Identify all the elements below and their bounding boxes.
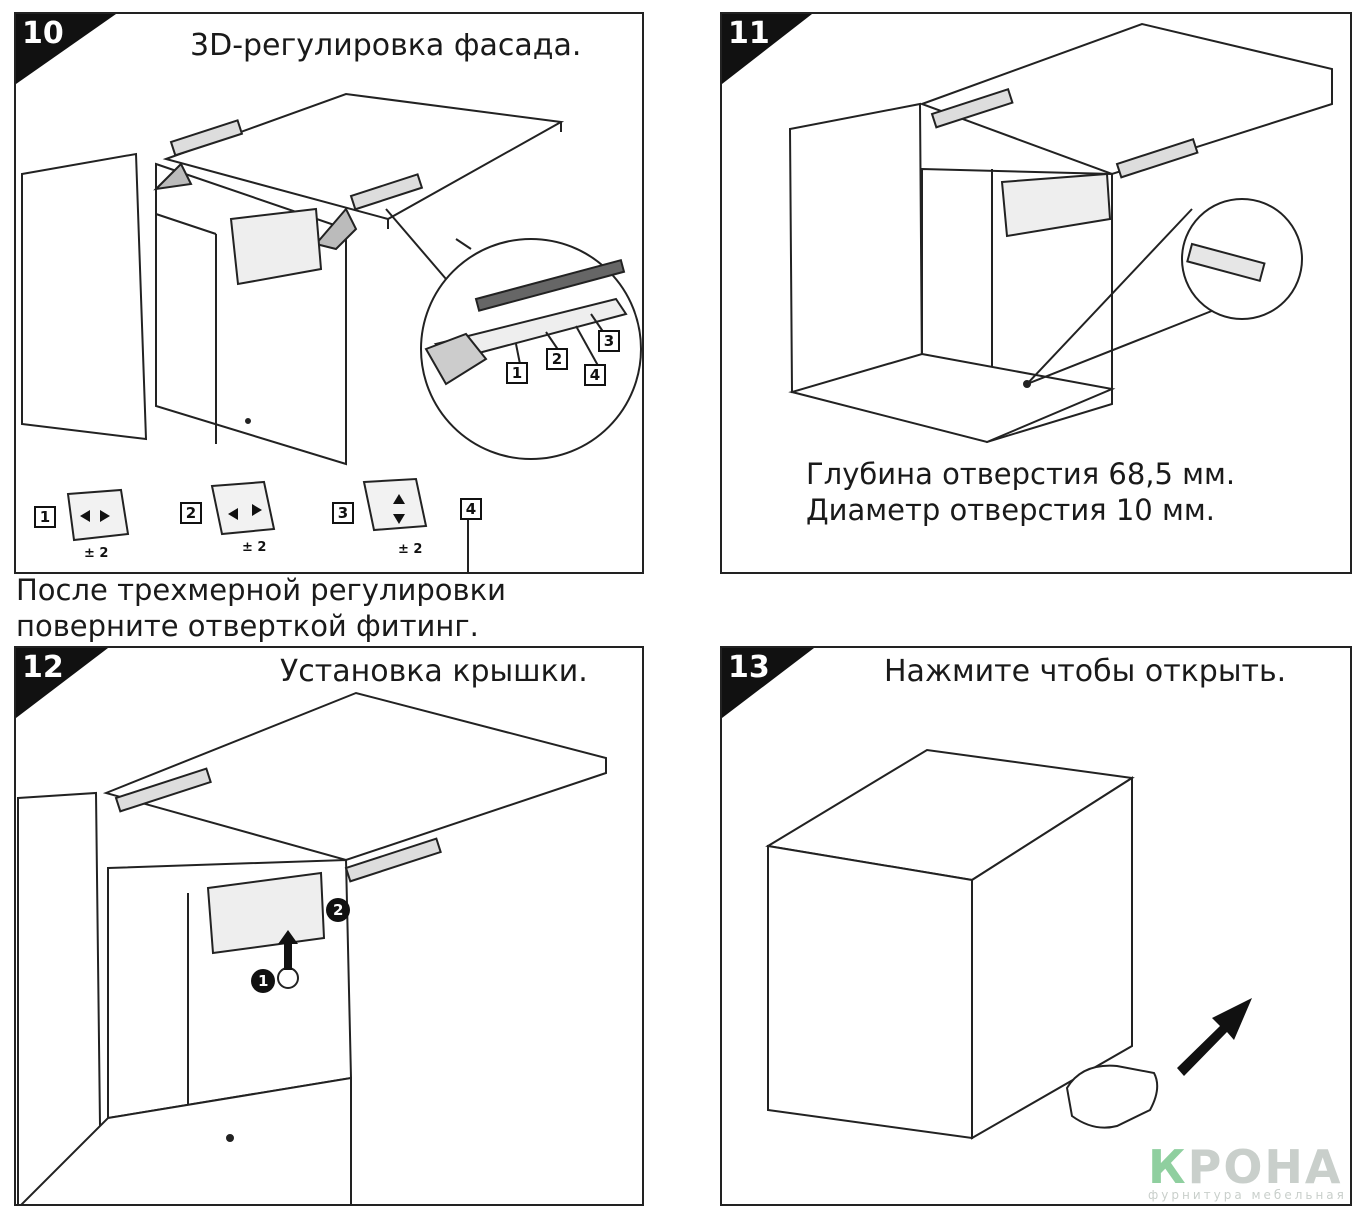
step-10-note-line-2: поверните отверткой фитинг. (16, 609, 479, 643)
marker-2: 2 (333, 901, 344, 919)
step-11-panel: 11 Глубина отверстия 68,5 мм. Диаметр от… (720, 12, 1352, 574)
step-number: 13 (728, 650, 770, 685)
callout-1: 1 (506, 362, 528, 384)
step-10-note-line-1: После трехмерной регулировки (16, 573, 506, 607)
adjust-item-2-number: 2 (180, 502, 202, 524)
brand-subtitle: фурнитура мебельная (1148, 1188, 1347, 1202)
step-13-panel: 13 Нажмите чтобы открыть. (720, 646, 1352, 1206)
brand-name-rest: РОНА (1187, 1140, 1343, 1194)
step-12-panel: 12 Установка крышки. 1 2 (14, 646, 644, 1206)
adjust-item-1-range: ± 2 (84, 546, 109, 561)
callout-3: 3 (598, 330, 620, 352)
callout-2: 2 (546, 348, 568, 370)
step-10-note: После трехмерной регулировки поверните о… (16, 572, 506, 644)
callout-4: 4 (584, 364, 606, 386)
step-title: Установка крышки. (280, 654, 588, 689)
adjust-item-3-range: ± 2 (398, 542, 423, 557)
adjust-item-3-number: 3 (332, 502, 354, 524)
cabinet-illustration (21, 92, 642, 572)
drilling-illustration (788, 22, 1333, 444)
step-title: Нажмите чтобы открыть. (884, 654, 1287, 689)
brand-name-first-letter: К (1148, 1140, 1188, 1194)
step-number: 12 (22, 650, 64, 685)
cover-install-illustration (17, 691, 607, 1204)
badge-triangle (16, 14, 116, 84)
badge-triangle (722, 14, 812, 84)
adjust-item-1-number: 1 (34, 506, 56, 528)
step-10-panel: 10 3D-регулировка фасада. (14, 12, 644, 574)
step-title: 3D-регулировка фасада. (190, 28, 582, 63)
step-number: 10 (22, 16, 64, 51)
brand-name: КРОНА (1148, 1140, 1347, 1194)
step-11-caption: Глубина отверстия 68,5 мм. Диаметр отвер… (806, 456, 1235, 528)
push-open-illustration (765, 748, 1252, 1140)
badge-triangle (16, 648, 108, 718)
adjust-item-2-range: ± 2 (242, 540, 267, 555)
step-number: 11 (728, 16, 770, 51)
badge-triangle (722, 648, 814, 718)
step-11-caption-line-2: Диаметр отверстия 10 мм. (806, 493, 1215, 527)
step-11-caption-line-1: Глубина отверстия 68,5 мм. (806, 457, 1236, 491)
brand-logo: КРОНА фурнитура мебельная (1148, 1140, 1347, 1202)
adjust-item-4-number: 4 (460, 498, 482, 520)
marker-1: 1 (258, 972, 269, 990)
